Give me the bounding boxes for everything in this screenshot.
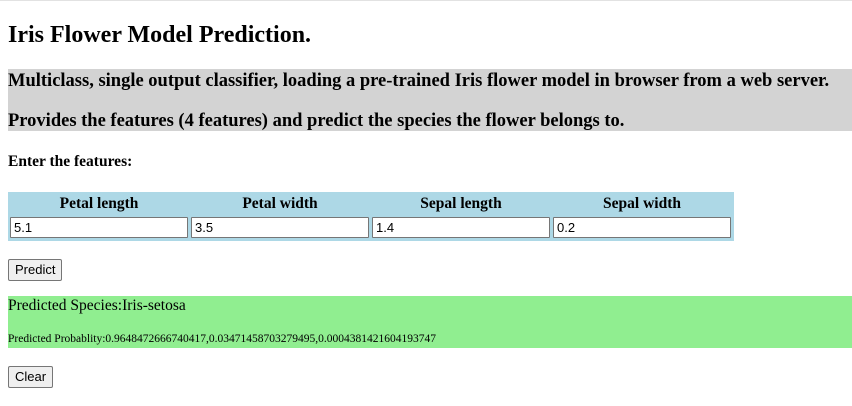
description-line-2: Provides the features (4 features) and p… <box>8 111 625 131</box>
predicted-species: Predicted Species:Iris-setosa <box>8 297 186 314</box>
petal-width-input[interactable] <box>191 217 369 238</box>
predict-button[interactable]: Predict <box>8 259 63 281</box>
description-line-1: Multiclass, single output classifier, lo… <box>8 71 830 91</box>
sepal-length-label: Sepal length <box>420 195 502 212</box>
sepal-width-input[interactable] <box>553 217 731 238</box>
prediction-result: Predicted Species:Iris-setosa Predicted … <box>8 296 852 348</box>
features-prompt: Enter the features: <box>8 153 133 170</box>
petal-length-label: Petal length <box>59 195 139 212</box>
description-block: Multiclass, single output classifier, lo… <box>8 69 852 131</box>
clear-button[interactable]: Clear <box>8 366 54 388</box>
petal-length-input[interactable] <box>10 217 188 238</box>
sepal-width-label: Sepal width <box>603 195 681 212</box>
petal-width-label: Petal width <box>242 195 318 212</box>
page-title: Iris Flower Model Prediction. <box>8 22 312 48</box>
sepal-length-input[interactable] <box>372 217 550 238</box>
features-table: Petal length Petal width Sepal length Se… <box>8 192 734 241</box>
predicted-probability: Predicted Probablity:0.9648472666740417,… <box>8 333 437 345</box>
